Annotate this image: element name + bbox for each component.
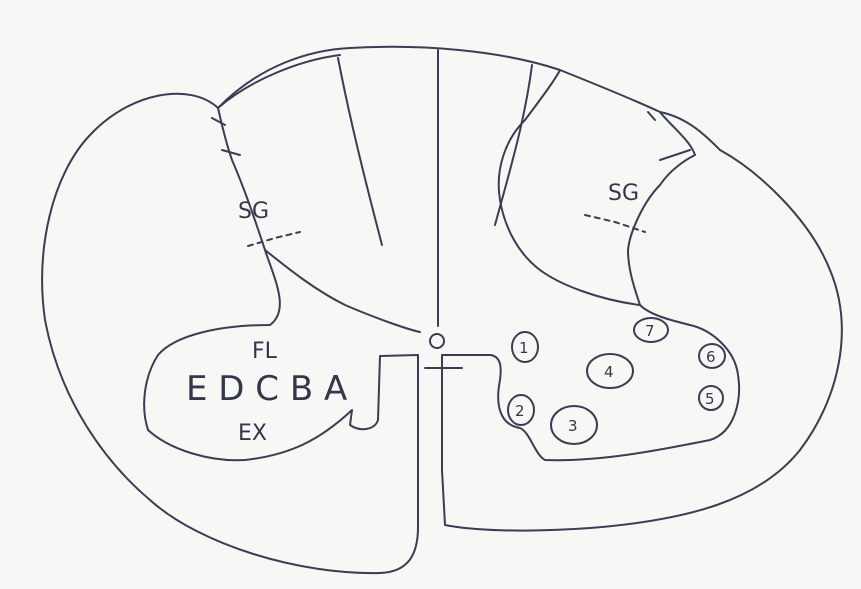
nucleus-3-label: 3 xyxy=(568,417,578,435)
ex-label: EX xyxy=(238,421,267,446)
grey-matter-left xyxy=(144,55,418,527)
sg-left-dashed xyxy=(248,232,300,246)
nucleus-4-label: 4 xyxy=(604,363,614,381)
nucleus-6-label: 6 xyxy=(706,348,716,366)
nucleus-5: 5 xyxy=(699,386,723,410)
nucleus-5-label: 5 xyxy=(705,390,715,408)
outer-outline xyxy=(42,47,842,573)
nucleus-2-label: 2 xyxy=(515,402,525,420)
dorsal-horn-left-inner xyxy=(265,250,420,332)
posterior-septum-left xyxy=(338,58,382,245)
nucleus-1: 1 xyxy=(512,332,538,362)
nucleus-7-label: 7 xyxy=(645,322,655,340)
central-canal xyxy=(430,334,444,348)
nucleus-2: 2 xyxy=(508,395,534,425)
columns-label: E D C B A xyxy=(186,369,347,409)
nucleus-7: 7 xyxy=(634,318,668,342)
nucleus-6: 6 xyxy=(699,344,725,368)
sg-left-boundary-top xyxy=(212,118,240,155)
sg-right-label: SG xyxy=(608,181,639,206)
nucleus-3: 3 xyxy=(551,406,597,444)
sg-left-label: SG xyxy=(238,199,269,224)
nucleus-1-label: 1 xyxy=(519,339,529,357)
nucleus-4: 4 xyxy=(587,354,633,388)
fl-label: FL xyxy=(252,339,278,364)
grey-matter-right xyxy=(442,112,739,470)
